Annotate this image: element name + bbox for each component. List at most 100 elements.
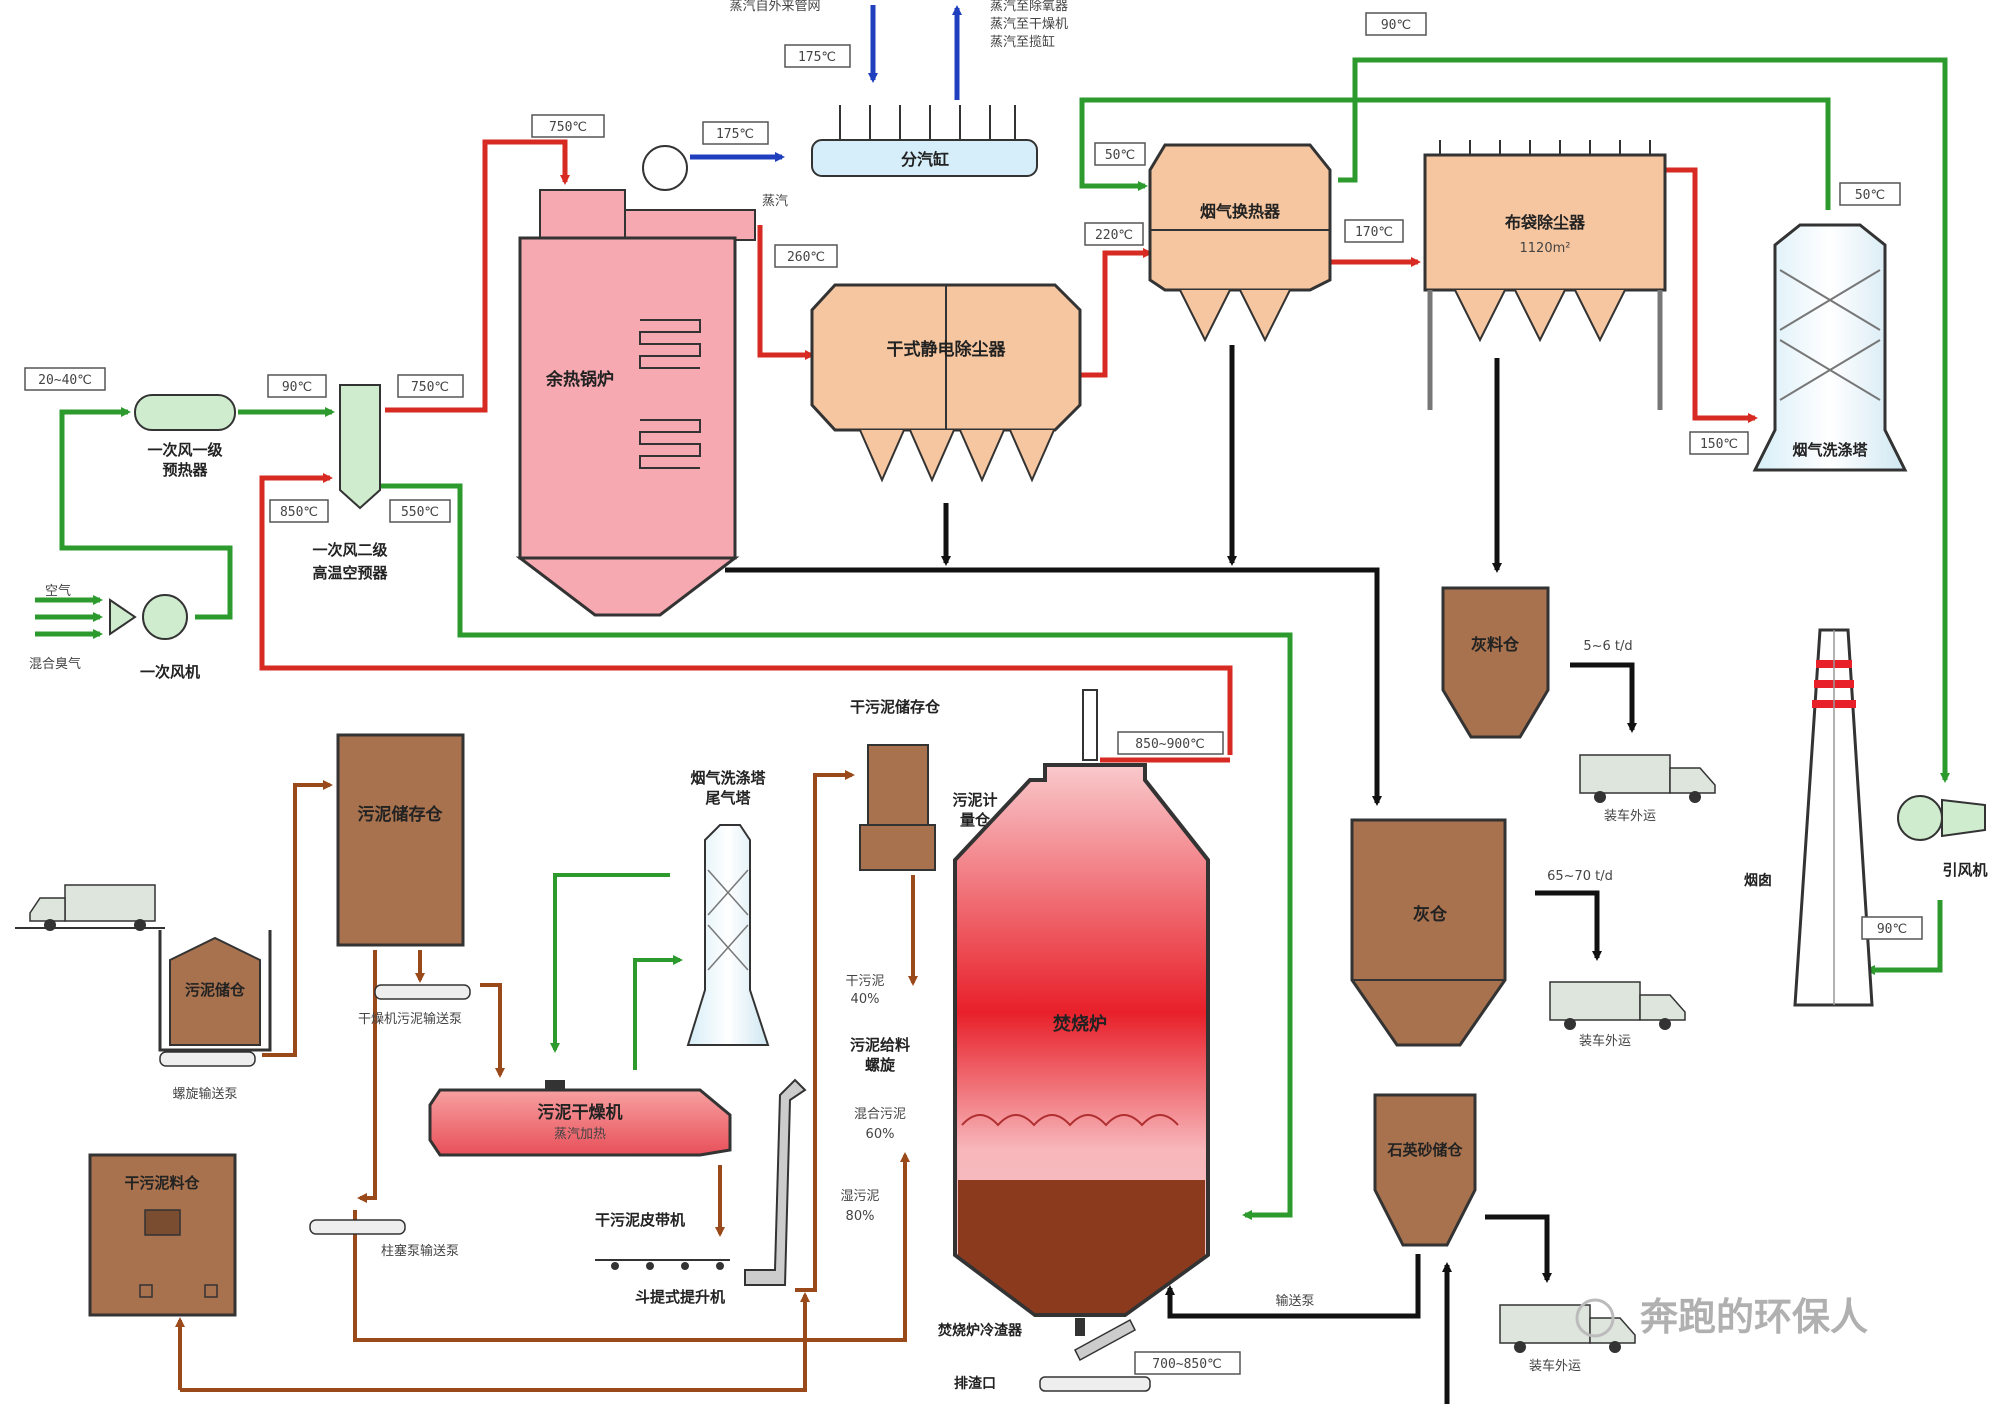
dry-esp-label: 干式静电除尘器 [887, 339, 1007, 360]
steam-out-3-label: 蒸汽至揽缸 [990, 34, 1055, 50]
fly-ash-bin: 灰料仓 5~6 t/d [1441, 586, 1633, 739]
primary-air-line [35, 407, 1293, 1220]
temp-tag-boiler-out: 260℃ [774, 244, 838, 268]
bag-filter-area: 1120m² [1520, 241, 1571, 256]
flue-gas-heat-exchanger: 烟气换热器 [1148, 143, 1332, 343]
svg-text:90℃: 90℃ [1381, 18, 1411, 33]
bag-filter: 布袋除尘器 1120m² [1423, 140, 1667, 410]
sludge-storage-label: 污泥储存仓 [358, 804, 444, 825]
dry-esp: 干式静电除尘器 [810, 283, 1082, 483]
incinerator-label: 焚烧炉 [1052, 1013, 1107, 1035]
scrubber-label: 烟气洗涤塔 [1792, 441, 1868, 459]
truck-ash: 装车外运 [1549, 981, 1686, 1049]
plunger-pump-label: 柱塞泵输送泵 [381, 1243, 459, 1259]
svg-text:750℃: 750℃ [549, 120, 587, 135]
svg-text:50℃: 50℃ [1855, 188, 1885, 203]
temp-tag-hx-out: 170℃ [1344, 219, 1404, 243]
mixed-sludge-value: 60% [866, 1127, 895, 1142]
dry-sludge-store-label: 干污泥储存仓 [850, 698, 941, 716]
air-in-label: 空气 [45, 583, 71, 599]
truck-sludge-in [15, 884, 165, 931]
temp-tag-hot-air: 750℃ [397, 374, 464, 398]
metering-label-2: 量仓 [960, 811, 991, 829]
temp-tag-furnace-bottom: 700~850℃ [1134, 1351, 1241, 1375]
temp-tag-air-in: 20~40℃ [24, 367, 106, 391]
waste-heat-boiler: 余热锅炉 蒸汽 [515, 145, 788, 617]
watermark-text: 奔跑的环保人 [1640, 1295, 1868, 1339]
preheater-label-2: 预热器 [162, 461, 208, 479]
truck-fly-ash: 装车外运 [1579, 754, 1716, 824]
steam-in-label: 蒸汽自外来管网 [729, 0, 820, 14]
cooling-air-line [1079, 57, 1950, 975]
watermark: 奔跑的环保人 [1575, 1295, 1868, 1339]
steam-drum-label: 分汽缸 [901, 150, 949, 169]
temp-tag-top-return: 90℃ [1365, 12, 1427, 36]
temp-tag-hot-air-2: 850℃ [269, 499, 329, 523]
dry-sludge-pct-value: 40% [851, 992, 880, 1007]
slag-cooler-label: 焚烧炉冷渣器 [937, 1322, 1023, 1339]
wet-sludge-pct-label: 湿污泥 [840, 1189, 879, 1204]
svg-text:550℃: 550℃ [401, 505, 439, 520]
heater-label-1: 一次风二级 [312, 541, 388, 559]
steam-out-1-label: 蒸汽至除氧器 [990, 0, 1068, 14]
truck-sand: 装车外运 [1499, 1304, 1636, 1374]
wet-sludge-pct-value: 80% [846, 1209, 875, 1224]
svg-text:150℃: 150℃ [1700, 437, 1738, 452]
truck-out-2-label: 装车外运 [1579, 1033, 1631, 1049]
slag-cooler: 焚烧炉冷渣器 排渣口 [937, 1318, 1151, 1392]
exhaust-scrubber: 烟气洗涤塔 尾气塔 [686, 769, 770, 1046]
belt-conveyor-label: 干污泥皮带机 [595, 1211, 685, 1229]
svg-text:90℃: 90℃ [282, 380, 312, 395]
steam-out-2-label: 蒸汽至干燥机 [990, 17, 1068, 32]
dryer-label-2: 蒸汽加热 [554, 1127, 606, 1142]
scrubber2-label-1: 烟气洗涤塔 [690, 769, 766, 787]
primary-fan-label: 一次风机 [140, 663, 200, 681]
flue-gas-scrubber: 烟气洗涤塔 [1752, 223, 1908, 472]
temp-tag-scrubber-in: 150℃ [1689, 431, 1749, 455]
svg-text:175℃: 175℃ [798, 50, 836, 65]
sludge-storage-bin: 污泥储存仓 干燥机污泥输送泵 柱塞泵输送泵 [309, 733, 471, 1259]
primary-air-heater: 一次风二级 高温空预器 [312, 384, 388, 582]
boiler-label: 余热锅炉 [545, 369, 614, 390]
temp-tag-fan-out: 90℃ [1861, 916, 1923, 940]
temp-tag-after-preheat: 90℃ [267, 374, 327, 398]
truck-out-3-label: 装车外运 [1529, 1358, 1581, 1374]
feeder-label-2: 螺旋 [865, 1056, 896, 1074]
truck-out-1-label: 装车外运 [1604, 808, 1656, 824]
temp-tag-furnace-top: 850~900℃ [1117, 731, 1224, 755]
svg-text:220℃: 220℃ [1095, 228, 1133, 243]
svg-text:260℃: 260℃ [787, 250, 825, 265]
temp-tag-air-return: 550℃ [389, 499, 451, 523]
dry-sludge-store: 干污泥储存仓 污泥计 量仓 [850, 698, 998, 871]
fly-ash-bin-label: 灰料仓 [1471, 635, 1520, 654]
feeder-label-1: 污泥给料 [850, 1036, 910, 1054]
wet-sludge-bin-label: 污泥储仓 [185, 981, 246, 999]
steam-drum: 分汽缸 [811, 105, 1038, 177]
svg-text:850℃: 850℃ [280, 505, 318, 520]
belt-conveyor: 干污泥皮带机 [595, 1211, 730, 1270]
temp-tag-boiler-in: 750℃ [531, 114, 605, 138]
ash-bin: 灰仓 65~70 t/d [1350, 818, 1613, 1047]
mixed-sludge-label: 混合污泥 [854, 1107, 906, 1122]
temp-tag-steam: 175℃ [702, 121, 769, 145]
svg-text:170℃: 170℃ [1355, 225, 1393, 240]
quartz-sand-bin: 石英砂储仓 输送泵 [1275, 1093, 1477, 1309]
quartz-sand-label: 石英砂储仓 [1386, 1141, 1463, 1159]
incinerator: 焚烧炉 [953, 689, 1210, 1336]
bucket-elevator: 斗提式提升机 [635, 1078, 807, 1306]
heater-label-2: 高温空预器 [312, 564, 388, 582]
exhaust-line [550, 873, 683, 1070]
conveyor-label: 输送泵 [1275, 1293, 1314, 1309]
sludge-dryer: 污泥干燥机 蒸汽加热 [428, 1080, 732, 1157]
ash-rate: 65~70 t/d [1547, 869, 1613, 884]
primary-fan: 一次风机 空气 混合臭气 [29, 583, 200, 681]
svg-text:50℃: 50℃ [1105, 148, 1135, 163]
mixed-odor-label: 混合臭气 [29, 656, 81, 672]
induced-fan: 引风机 [1897, 795, 1988, 879]
hot-air-line [259, 139, 1758, 763]
wet-sludge-bin: 污泥储仓 螺旋输送泵 [158, 930, 272, 1102]
chimney-label: 烟囱 [1744, 872, 1772, 889]
temp-tag-hx-cold: 50℃ [1094, 142, 1146, 166]
svg-text:700~850℃: 700~850℃ [1152, 1357, 1221, 1372]
